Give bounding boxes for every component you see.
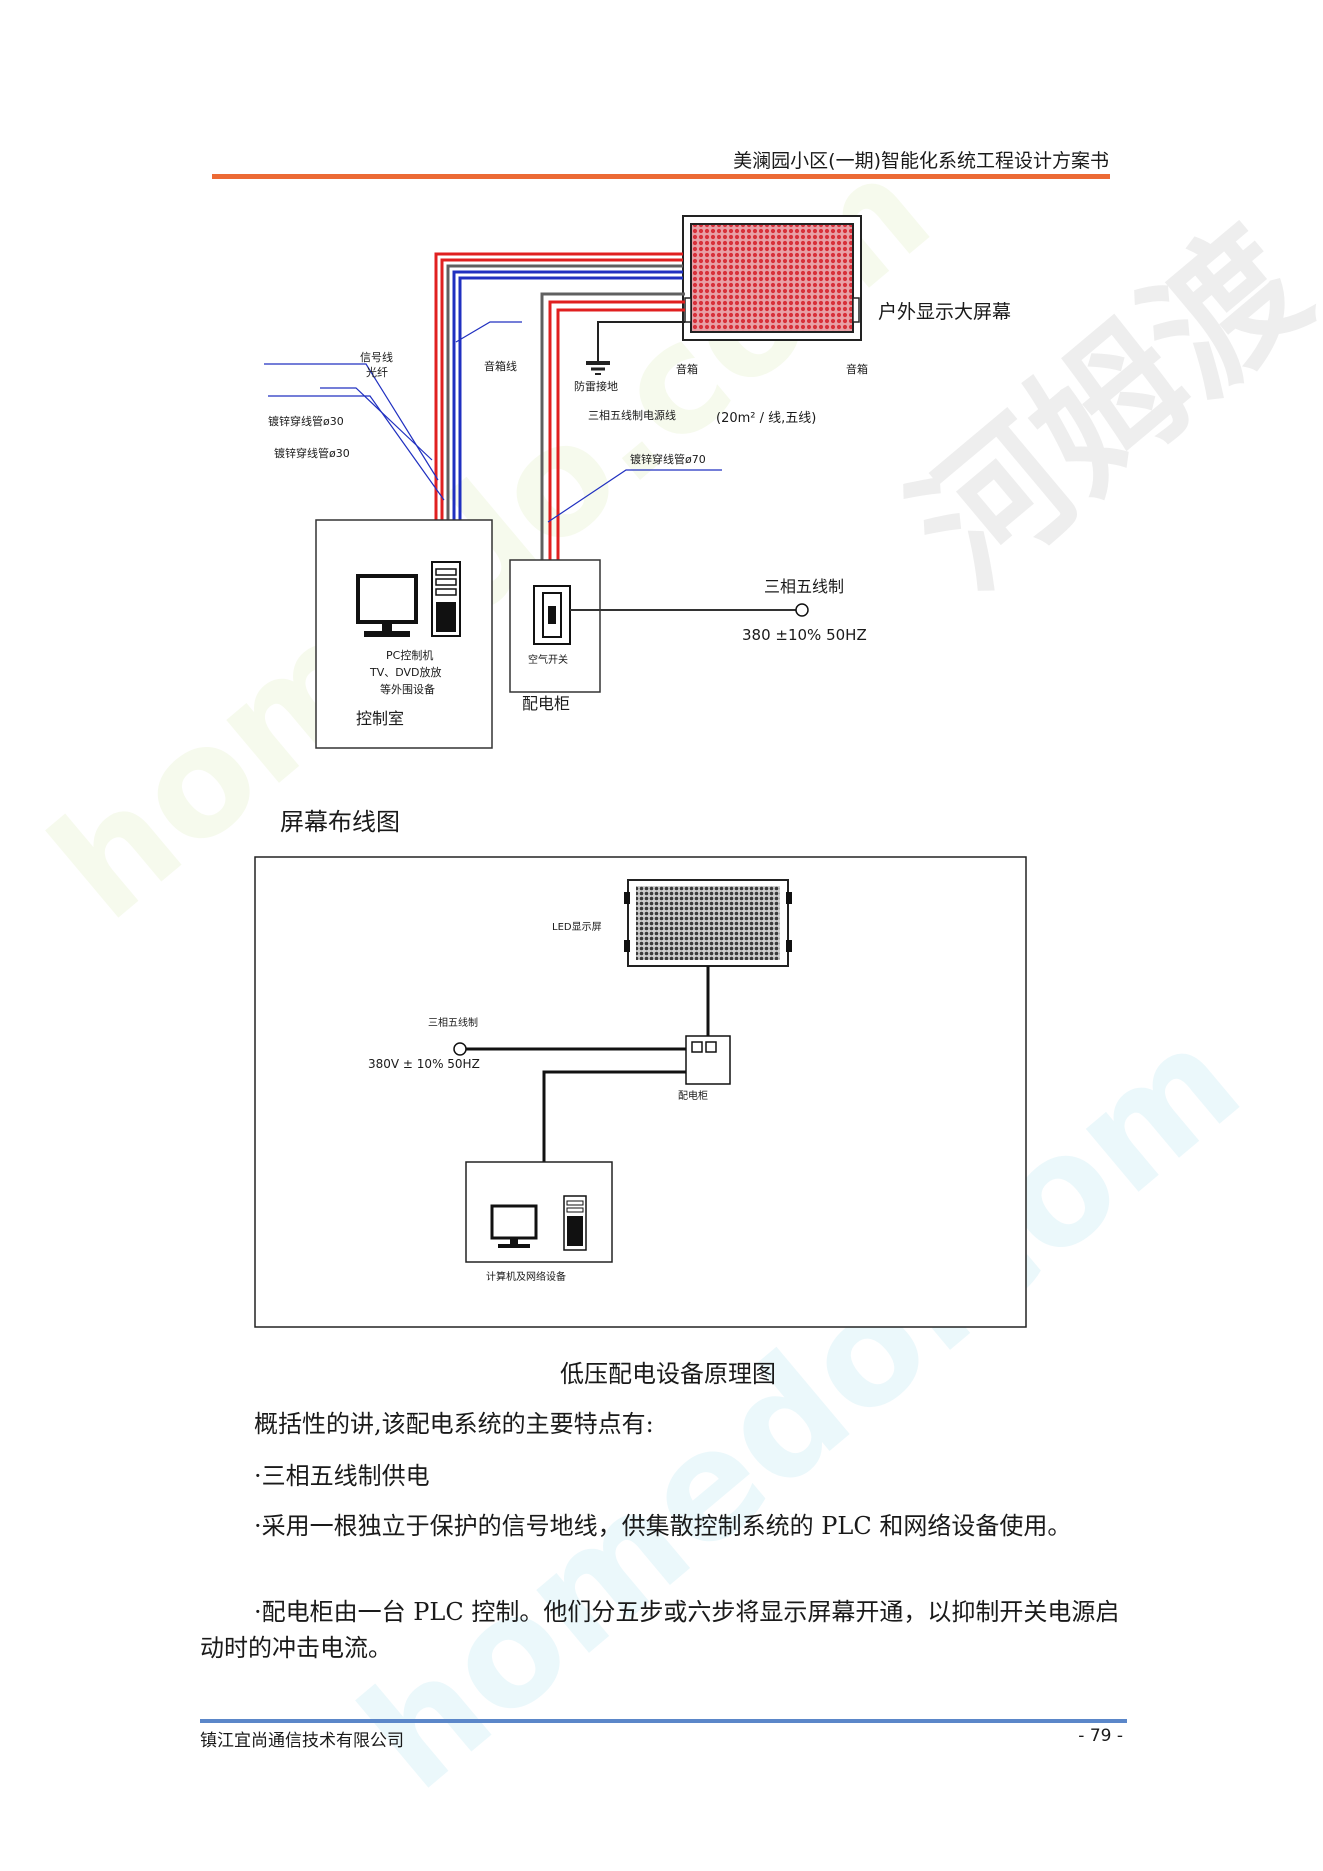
caption-distribution: 低压配电设备原理图	[560, 1360, 776, 1388]
label-led-screen: LED显示屏	[552, 921, 602, 933]
computer-network-box	[465, 1161, 613, 1263]
label-computer-network: 计算机及网络设备	[486, 1270, 566, 1283]
paragraph-bullet-3: ·配电柜由一台 PLC 控制。他们分五步或六步将显示屏幕开通，以抑制开关电源启动…	[200, 1598, 1120, 1662]
paragraph-intro: 概括性的讲,该配电系统的主要特点有:	[254, 1410, 654, 1438]
label-control-room: 控制室	[356, 709, 404, 728]
footer-rule	[200, 1719, 1127, 1723]
label-cabinet-2: 配电柜	[678, 1089, 708, 1102]
label-voltage: 380 ±10% 50HZ	[742, 626, 867, 644]
header-title: 美澜园小区(一期)智能化系统工程设计方案书	[733, 150, 1109, 172]
label-power-spec: (20m² / 线,五线)	[716, 411, 816, 426]
schematic-wires	[466, 966, 710, 1162]
page-number: - 79 -	[1078, 1726, 1123, 1746]
control-room	[315, 519, 493, 749]
signal-wires	[434, 252, 683, 566]
outdoor-screen	[682, 215, 862, 341]
power-input-terminal	[453, 1042, 467, 1056]
label-pc-1: PC控制机	[386, 648, 433, 662]
label-fiber: 光纤	[366, 365, 388, 379]
paragraph-bullet-1: ·三相五线制供电	[254, 1462, 430, 1490]
label-audio-line: 音箱线	[484, 359, 517, 373]
label-speaker-right: 音箱	[846, 362, 868, 376]
label-pc-2: TV、DVD放放	[369, 665, 442, 679]
screen-wiring-diagram: 户外显示大屏幕 信号线 光纤 音箱线 音箱 音箱 防雷接地 镀锌穿线管ø30 镀…	[264, 215, 1011, 749]
label-speaker-left: 音箱	[676, 362, 698, 376]
label-pipe-3: 镀锌穿线管ø70	[630, 452, 706, 466]
leader-lines	[264, 321, 722, 523]
label-outdoor-screen: 户外显示大屏幕	[878, 301, 1011, 323]
label-three-phase: 三相五线制	[764, 577, 844, 596]
schematic-cabinet	[685, 1035, 731, 1085]
label-pipe-1: 镀锌穿线管ø30	[268, 414, 344, 428]
label-three-phase-2: 三相五线制	[428, 1016, 478, 1029]
label-pc-3: 等外围设备	[380, 682, 435, 696]
lightning-ground	[586, 321, 685, 375]
label-lightning-ground: 防雷接地	[574, 379, 618, 393]
label-power-line: 三相五线制电源线	[588, 408, 676, 422]
label-signal: 信号线	[360, 350, 393, 364]
label-air-switch: 空气开关	[528, 653, 568, 666]
header-rule	[212, 174, 1110, 179]
footer-company: 镇江宜尚通信技术有限公司	[200, 1731, 404, 1751]
led-screen	[624, 879, 792, 967]
caption-screen-wiring: 屏幕布线图	[280, 808, 400, 836]
power-wires	[540, 292, 685, 562]
label-cabinet: 配电柜	[522, 694, 570, 713]
paragraph-bullet-2: ·采用一根独立于保护的信号地线，供集散控制系统的 PLC 和网络设备使用。	[254, 1512, 1072, 1540]
label-voltage-2: 380V ± 10% 50HZ	[368, 1057, 480, 1071]
distribution-cabinet	[509, 559, 809, 693]
distribution-schematic: LED显示屏 三相五线制 380V ± 10% 50HZ 配电柜 计算机及网络设…	[254, 856, 1027, 1328]
label-pipe-2: 镀锌穿线管ø30	[274, 446, 350, 460]
